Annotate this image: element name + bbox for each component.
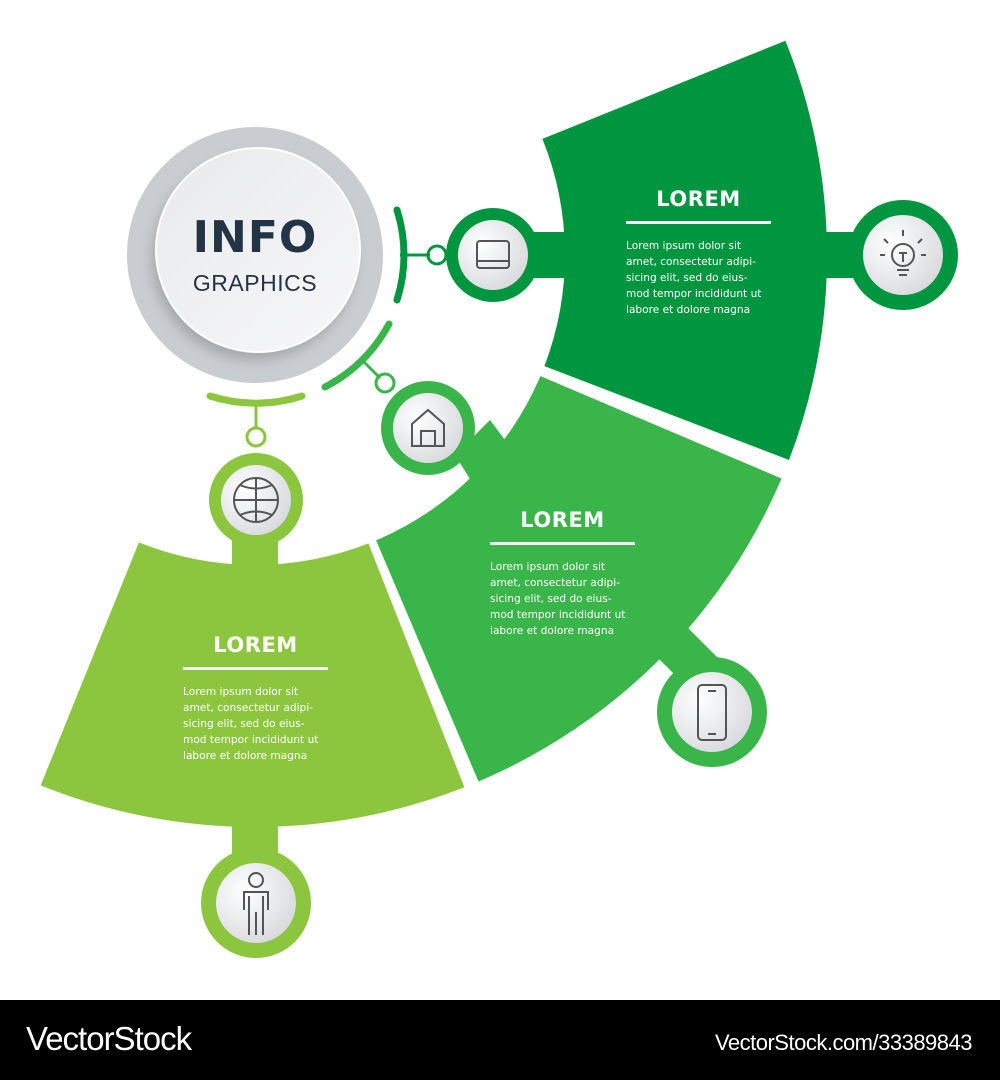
segment-2-body: Lorem ipsum dolor sit amet, consectetur … — [490, 561, 626, 637]
segment-2-title: LOREM — [520, 508, 605, 532]
segment-1-body: Lorem ipsum dolor sit amet, consectetur … — [626, 240, 762, 316]
segment-1-shape — [530, 40, 860, 460]
lightbulb-icon — [880, 230, 926, 276]
segment-2-divider — [490, 542, 635, 545]
segment-2-text: LOREM Lorem ipsum dolor sit amet, consec… — [490, 508, 640, 639]
footer-brand: VectorStock — [26, 1020, 192, 1057]
segment-3-text: LOREM Lorem ipsum dolor sit amet, consec… — [183, 633, 333, 764]
basketball-icon-circle[interactable] — [209, 453, 303, 547]
basketball-icon — [233, 477, 279, 523]
house-icon — [411, 408, 445, 447]
segment-3-shape — [40, 530, 465, 870]
segment-3-title: LOREM — [213, 633, 298, 657]
segment-1-title: LOREM — [656, 187, 741, 211]
house-icon-circle[interactable] — [381, 381, 475, 475]
segment-1-divider — [626, 221, 771, 224]
person-icon-circle[interactable] — [201, 848, 311, 958]
infographic: INFO GRAPHICS LOREM Lorem ipsum dolor si… — [40, 40, 958, 958]
info-circle — [127, 127, 383, 383]
watermark-footer: VectorStock VectorStock.com/33389843 — [0, 1000, 1000, 1080]
segment-1-text: LOREM Lorem ipsum dolor sit amet, consec… — [626, 187, 776, 318]
card-icon — [476, 240, 510, 269]
infographic-graphics — [40, 40, 958, 958]
info-subtitle: GRAPHICS — [192, 270, 318, 296]
lightbulb-icon-circle[interactable] — [848, 200, 958, 310]
footer-url: VectorStock.com/33389843 — [714, 1030, 973, 1055]
smartphone-icon-circle[interactable] — [657, 657, 767, 767]
smartphone-icon — [697, 684, 727, 741]
person-icon — [243, 872, 269, 935]
card-icon-circle[interactable] — [446, 208, 540, 302]
info-title: INFO — [192, 212, 318, 263]
segment-3-body: Lorem ipsum dolor sit amet, consectetur … — [183, 686, 319, 762]
segment-3-divider — [183, 667, 328, 670]
